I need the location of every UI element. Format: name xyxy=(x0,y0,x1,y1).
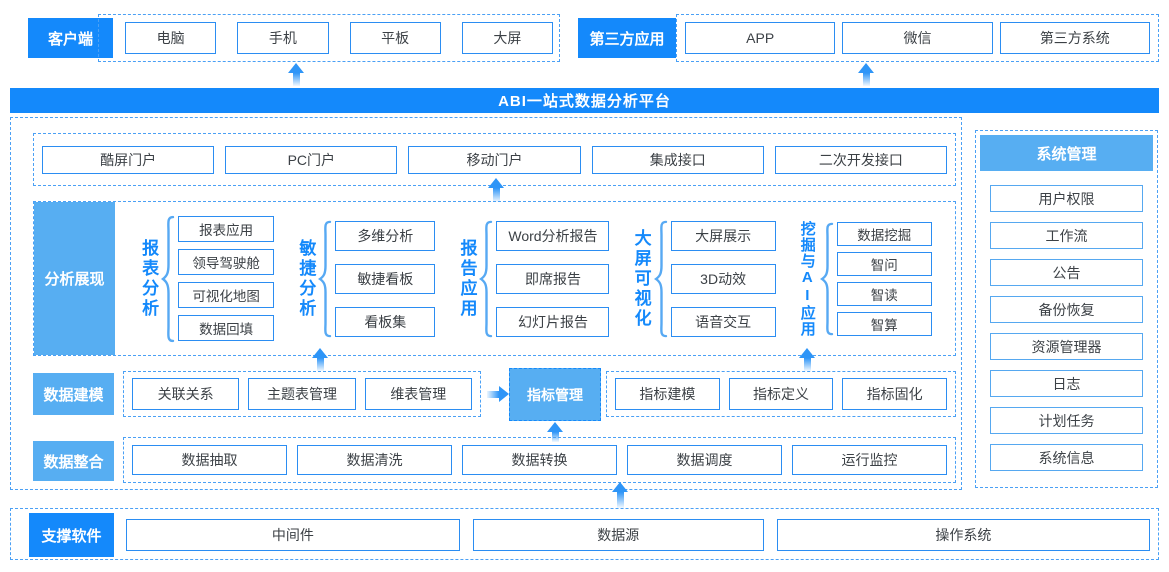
system-item: 用户权限 xyxy=(990,185,1143,212)
brace-icon xyxy=(653,220,667,337)
modeling-label: 数据建模 xyxy=(33,373,114,415)
integration-item: 数据转换 xyxy=(462,445,617,475)
system-panel: 系统管理 用户权限 工作流 公告 备份恢复 资源管理器 日志 计划任务 系统信息 xyxy=(975,130,1158,488)
up-arrow-icon xyxy=(288,63,304,86)
support-items: 中间件 数据源 操作系统 xyxy=(126,519,1150,551)
analysis-item: 多维分析 xyxy=(335,220,436,251)
third-party-panel: APP 微信 第三方系统 xyxy=(676,14,1159,62)
third-party-item: APP xyxy=(685,22,836,54)
analysis-group-report: 报表分析 报表应用 领导驾驶舱 可视化地图 数据回填 xyxy=(138,215,275,343)
integration-item: 运行监控 xyxy=(792,445,947,475)
brace-icon xyxy=(479,220,493,337)
third-party-label: 第三方应用 xyxy=(578,18,676,58)
analysis-item: 智算 xyxy=(836,311,932,336)
analysis-item: 报表应用 xyxy=(178,216,275,242)
client-item: 手机 xyxy=(237,22,329,54)
group-label: 报告应用 xyxy=(457,238,477,319)
portal-item: 二次开发接口 xyxy=(774,145,948,174)
group-label: 报表分析 xyxy=(139,238,159,319)
platform-banner: ABI一站式数据分析平台 xyxy=(10,88,1159,113)
analysis-item: 领导驾驶舱 xyxy=(178,249,275,275)
brace-icon xyxy=(819,222,833,335)
right-arrow-icon xyxy=(487,386,509,402)
modeling-item: 主题表管理 xyxy=(248,378,356,410)
analysis-group-agile: 敏捷分析 多维分析 敏捷看板 看板集 xyxy=(295,220,436,338)
analysis-item: Word分析报告 xyxy=(496,220,610,251)
indicator-item: 指标固化 xyxy=(842,378,948,410)
system-item: 计划任务 xyxy=(990,407,1143,434)
analysis-item: 大屏展示 xyxy=(670,220,776,251)
system-label: 系统管理 xyxy=(980,135,1153,171)
analysis-item: 智读 xyxy=(836,281,932,306)
indicator-item: 指标建模 xyxy=(615,378,720,410)
portal-item: PC门户 xyxy=(225,145,398,174)
modeling-panel: 关联关系 主题表管理 维表管理 xyxy=(123,371,481,417)
support-item: 操作系统 xyxy=(776,519,1150,551)
analysis-item: 数据挖掘 xyxy=(836,221,932,246)
analysis-label: 分析展现 xyxy=(34,202,115,355)
modeling-item: 维表管理 xyxy=(364,378,472,410)
support-item: 数据源 xyxy=(472,519,764,551)
analysis-groups: 报表分析 报表应用 领导驾驶舱 可视化地图 数据回填 敏捷分析 xyxy=(115,202,955,355)
portal-item: 集成接口 xyxy=(591,145,764,174)
group-label: 大屏可视化 xyxy=(631,228,651,329)
support-label: 支撑软件 xyxy=(29,513,114,557)
client-panel: 电脑 手机 平板 大屏 xyxy=(98,14,560,62)
platform-container: 酷屏门户 PC门户 移动门户 集成接口 二次开发接口 分析展现 报表分析 报表应… xyxy=(10,117,962,490)
analysis-item: 3D动效 xyxy=(670,263,776,294)
analysis-item: 幻灯片报告 xyxy=(496,306,610,337)
client-item: 电脑 xyxy=(125,22,217,54)
analysis-item: 可视化地图 xyxy=(178,282,275,308)
indicator-panel: 指标建模 指标定义 指标固化 xyxy=(606,371,956,417)
system-item: 备份恢复 xyxy=(990,296,1143,323)
analysis-item: 敏捷看板 xyxy=(335,263,436,294)
integration-panel: 数据抽取 数据清洗 数据转换 数据调度 运行监控 xyxy=(123,437,956,483)
up-arrow-icon xyxy=(612,482,628,508)
integration-item: 数据调度 xyxy=(627,445,782,475)
analysis-group-bigscreen: 大屏可视化 大屏展示 3D动效 语音交互 xyxy=(631,220,776,338)
indicator-item: 指标定义 xyxy=(728,378,834,410)
analysis-item: 看板集 xyxy=(335,306,436,337)
third-party-item: 第三方系统 xyxy=(999,22,1150,54)
system-item: 工作流 xyxy=(990,222,1143,249)
group-label: 挖掘与AI应用 xyxy=(798,220,816,337)
integration-label: 数据整合 xyxy=(33,441,114,481)
up-arrow-icon xyxy=(799,348,815,371)
support-item: 中间件 xyxy=(126,519,460,551)
up-arrow-icon xyxy=(488,178,504,202)
portal-item: 移动门户 xyxy=(408,145,581,174)
analysis-item: 即席报告 xyxy=(496,263,610,294)
modeling-item: 关联关系 xyxy=(132,378,240,410)
system-item: 公告 xyxy=(990,259,1143,286)
integration-item: 数据抽取 xyxy=(132,445,287,475)
integration-item: 数据清洗 xyxy=(297,445,452,475)
system-item: 资源管理器 xyxy=(990,333,1143,360)
analysis-item: 语音交互 xyxy=(670,306,776,337)
analysis-panel: 分析展现 报表分析 报表应用 领导驾驶舱 可视化地图 数据回填 敏捷分析 xyxy=(33,201,956,356)
system-item: 日志 xyxy=(990,370,1143,397)
third-party-item: 微信 xyxy=(842,22,993,54)
client-item: 平板 xyxy=(349,22,441,54)
analysis-group-report-app: 报告应用 Word分析报告 即席报告 幻灯片报告 xyxy=(456,220,610,338)
portal-item: 酷屏门户 xyxy=(42,145,215,174)
group-label: 敏捷分析 xyxy=(296,238,316,319)
brace-icon xyxy=(318,220,332,337)
analysis-item: 数据回填 xyxy=(178,315,275,341)
indicator-management-box: 指标管理 xyxy=(509,368,601,421)
analysis-group-mining-ai: 挖掘与AI应用 数据挖掘 智问 智读 智算 xyxy=(797,221,932,337)
client-item: 大屏 xyxy=(461,22,553,54)
support-panel: 支撑软件 中间件 数据源 操作系统 xyxy=(10,508,1159,560)
up-arrow-icon xyxy=(858,63,874,86)
system-items: 用户权限 工作流 公告 备份恢复 资源管理器 日志 计划任务 系统信息 xyxy=(976,175,1157,471)
brace-icon xyxy=(161,215,175,342)
system-item: 系统信息 xyxy=(990,444,1143,471)
up-arrow-icon xyxy=(312,348,328,371)
analysis-item: 智问 xyxy=(836,251,932,276)
